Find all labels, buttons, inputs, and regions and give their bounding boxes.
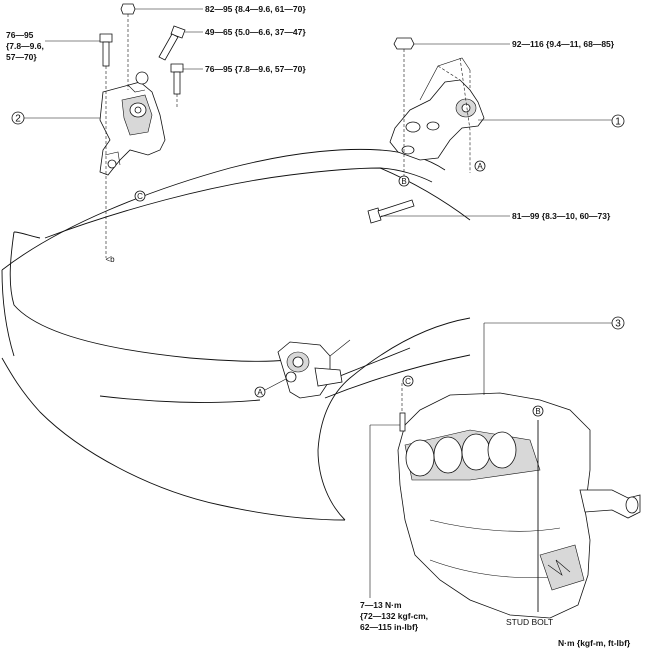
callout-1-number: 1: [615, 117, 621, 128]
leader-lines: [24, 8, 612, 598]
torque-mount2-left-bolt-line2: {7.8—9.6,: [6, 41, 44, 51]
callout-1: 1: [611, 114, 625, 128]
callout-3: 3: [611, 316, 625, 330]
engine-mount-no2: [99, 71, 166, 176]
callout-3-number: 3: [615, 319, 621, 330]
ref-c-mount: C: [134, 190, 146, 202]
ref-a-mount-letter: A: [477, 162, 483, 171]
ref-b-mount-letter: B: [401, 177, 406, 186]
callout-2-number: 2: [15, 114, 21, 125]
units-note: N·m {kgf-m, ft-lbf}: [558, 638, 631, 648]
callout-2: 2: [11, 111, 25, 125]
ref-a-car-letter: A: [257, 388, 263, 397]
torque-mount1-top-nut: 92—116 {9.4—11, 68—85}: [512, 39, 615, 49]
torque-mount2-top-nut: 82—95 {8.4—9.6, 61—70}: [205, 4, 306, 14]
torque-stud-bolt-line2: {72—132 kgf-cm,: [360, 611, 428, 621]
mount2-left-bolt: <b: [99, 33, 115, 264]
mount2-angled-bolt: [158, 25, 186, 61]
ref-a-mount: A: [474, 160, 486, 172]
torque-stud-bolt-line1: 7—13 N·m: [360, 600, 402, 610]
mount2-top-nut: [120, 3, 136, 90]
torque-mount2-right-bolt: 76—95 {7.8—9.6, 57—70}: [205, 64, 306, 74]
engine-mount-no1: [389, 57, 485, 161]
ref-b-mount: B: [398, 175, 410, 187]
ref-b-engine: B: [532, 405, 544, 417]
mount1-top-nut: [393, 37, 471, 186]
mount1-through-bolt: [367, 199, 415, 224]
ref-c-mount-letter: C: [137, 192, 143, 201]
torque-mount1-through-bolt: 81—99 {8.3—10, 60—73}: [512, 211, 611, 221]
svg-text:<b: <b: [105, 255, 115, 264]
ref-b-engine-letter: B: [535, 407, 540, 416]
torque-mount2-angled-bolt: 49—65 {5.0—6.6, 37—47}: [205, 27, 306, 37]
ref-c-engine-letter: C: [405, 377, 411, 386]
engine-transaxle-assembly: [397, 383, 641, 619]
ref-a-car: A: [254, 378, 287, 398]
mount2-right-bolt: [170, 63, 184, 108]
front-engine-mount: [277, 339, 351, 399]
torque-stud-bolt-line3: 62—115 in-lbf}: [360, 622, 419, 632]
ref-c-engine: C: [402, 375, 414, 387]
torque-mount2-left-bolt-line3: 57—70}: [6, 52, 37, 62]
stud-bolt-label: STUD BOLT: [506, 617, 553, 627]
torque-mount2-left-bolt-line1: 76—95: [6, 30, 34, 40]
